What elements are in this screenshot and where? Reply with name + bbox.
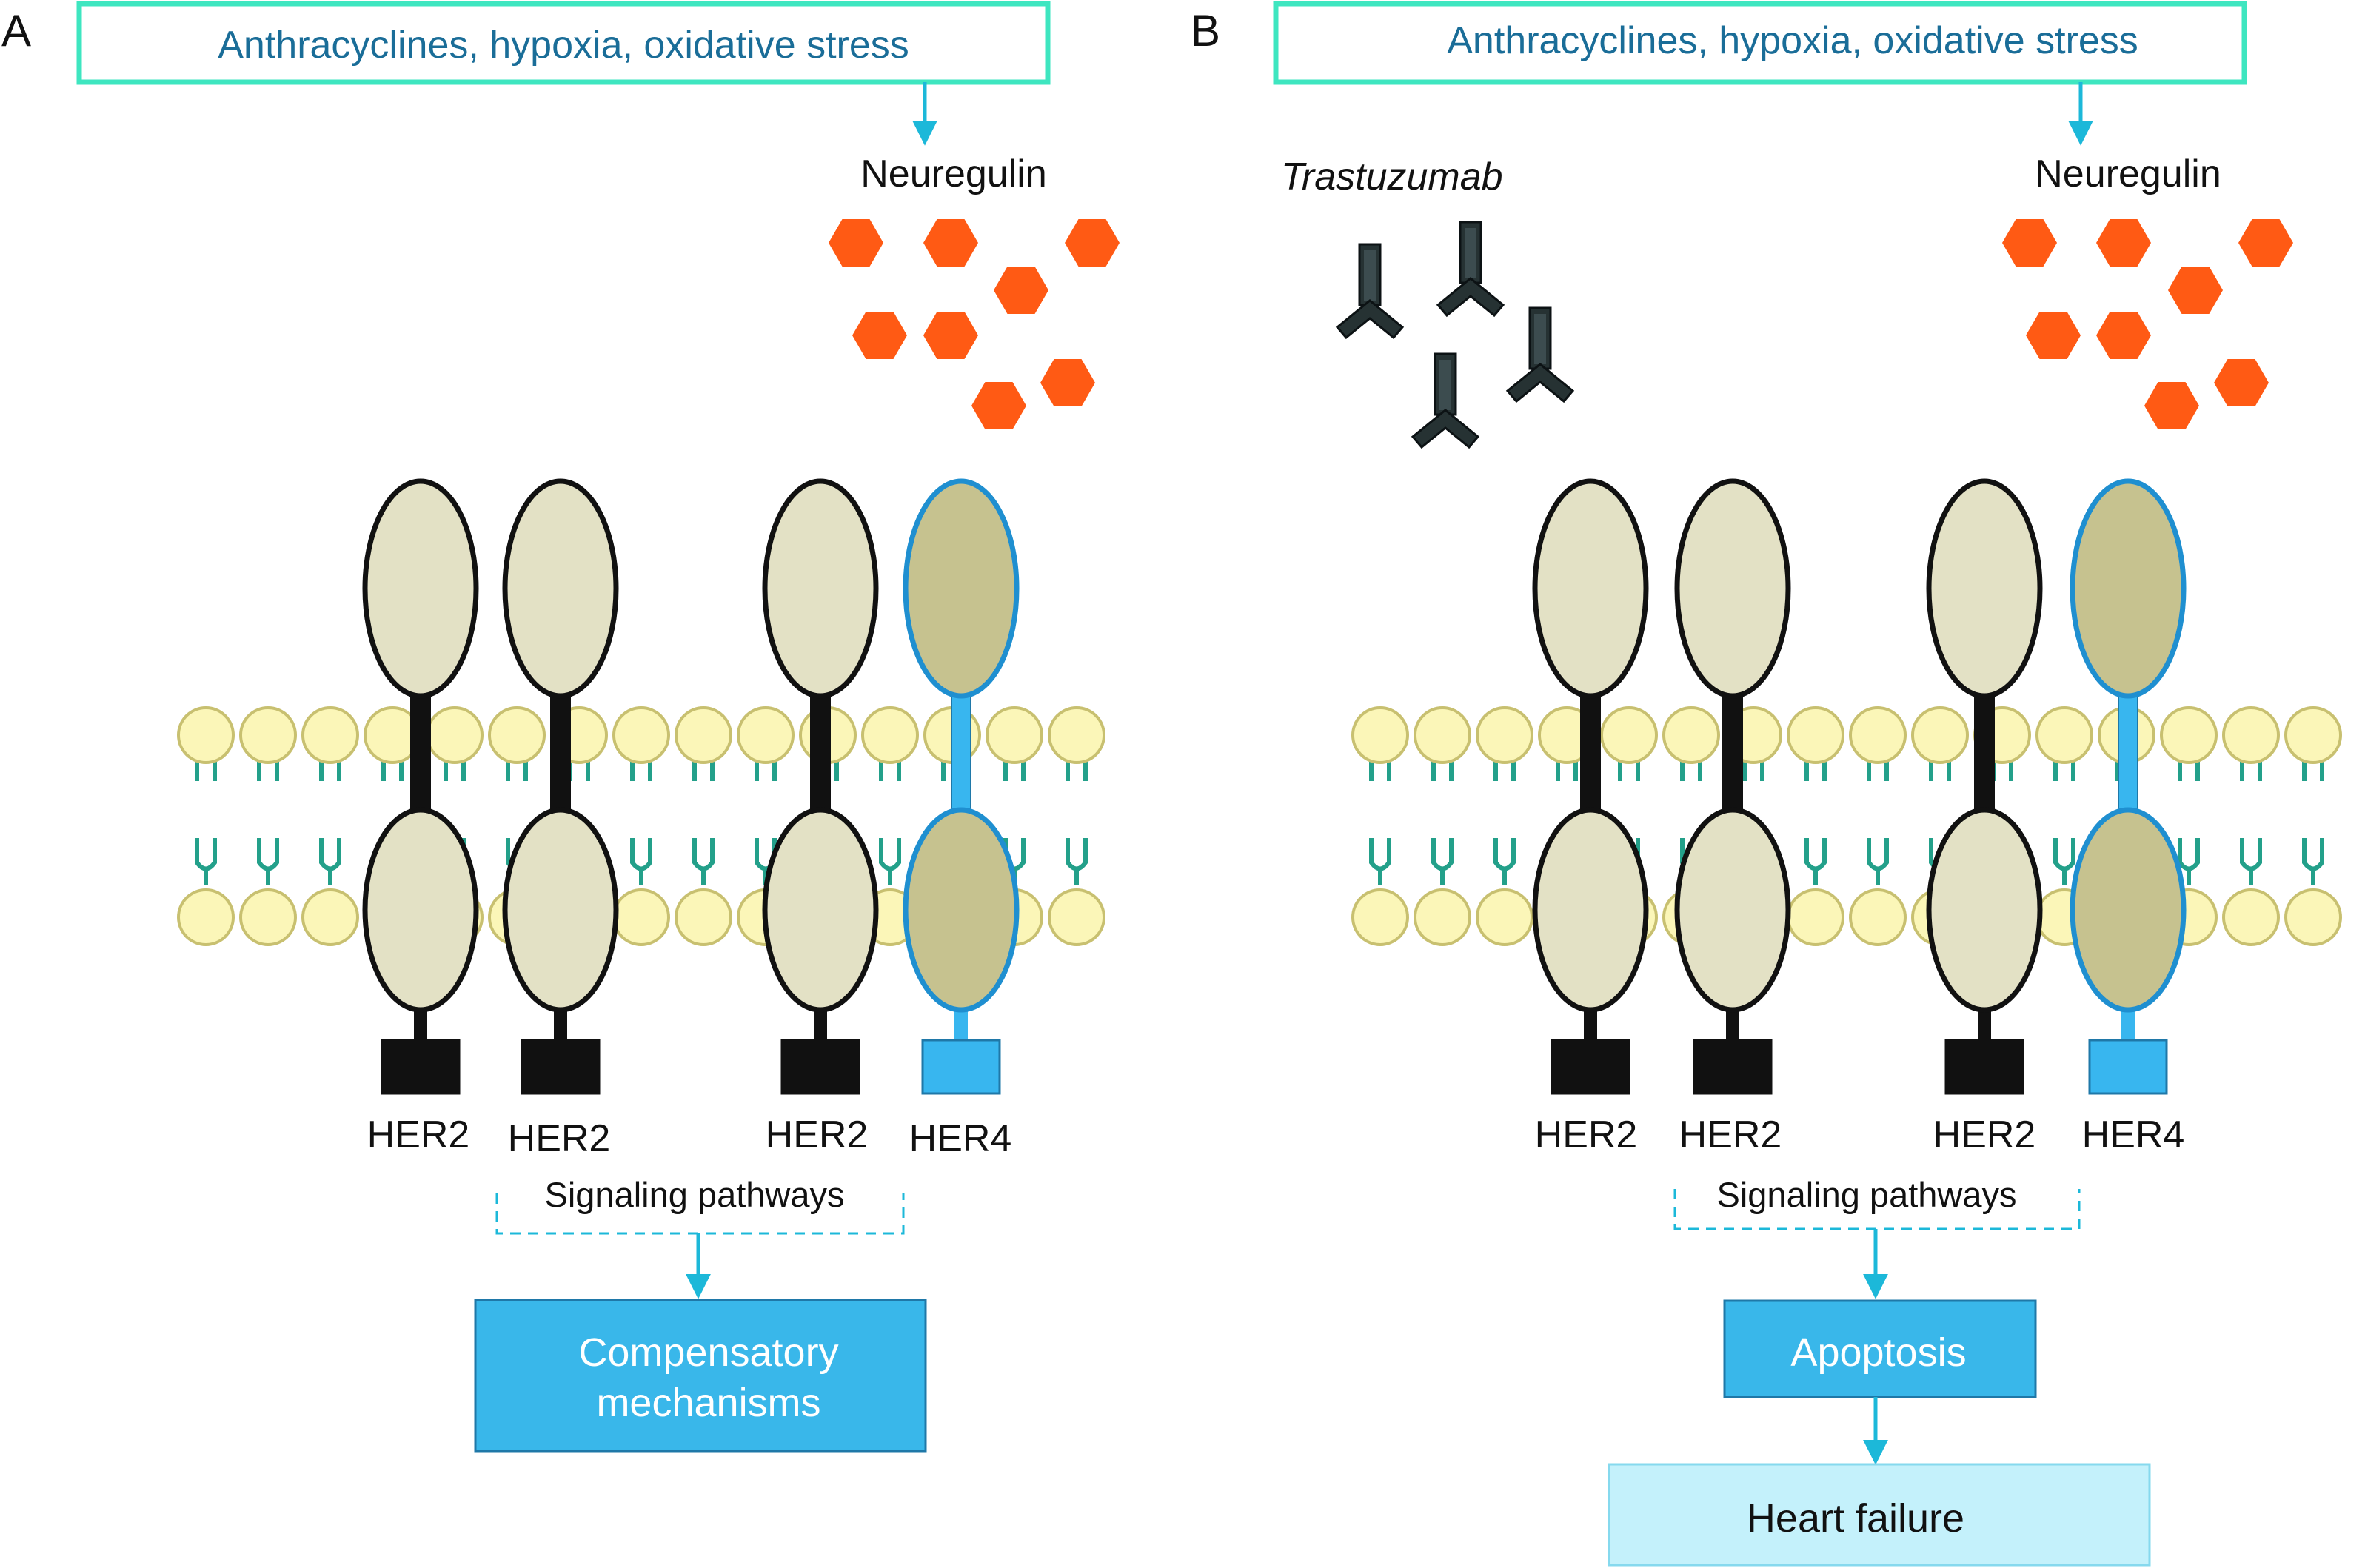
panel-a: A Anthracyclines, hypoxia, oxidative str… — [1, 1, 1120, 1453]
neuregulin-hexagon-icon — [2214, 359, 2269, 406]
panel-a-trigger-text: Anthracyclines, hypoxia, oxidative stres… — [218, 24, 909, 67]
panel-b-neuregulin-molecules — [2002, 219, 2293, 429]
panel-b-neuregulin-label: Neuregulin — [2035, 153, 2221, 195]
panel-b-heart-failure-box: Heart failure — [1608, 1463, 2151, 1567]
panel-a-receptor-label-4: HER4 — [909, 1117, 1012, 1160]
panel-b-apoptosis-box: Apoptosis — [1723, 1299, 2037, 1398]
panel-b-trastuzumab-label: Trastuzumab — [1281, 155, 1503, 198]
phospholipid-icon — [1849, 706, 1907, 946]
panel-a-compensatory-box: Compensatory mechanisms — [474, 1299, 927, 1453]
phospholipid-icon — [675, 706, 732, 946]
panel-a-outcome-line-1: Compensatory — [578, 1330, 838, 1375]
panel-a-letter: A — [1, 6, 31, 56]
phospholipid-icon — [1351, 706, 1409, 946]
panel-b-trigger-box: Anthracyclines, hypoxia, oxidative stres… — [1273, 1, 2247, 85]
panel-b-signaling-bracket: Signaling pathways — [1673, 1175, 2081, 1230]
phospholipid-icon — [177, 706, 235, 946]
her2-receptor-icon — [1926, 478, 2043, 1095]
panel-a-neuregulin-molecules — [829, 219, 1120, 429]
her2-receptor-icon — [1532, 478, 1649, 1095]
neuregulin-hexagon-icon — [2026, 312, 2081, 359]
neuregulin-hexagon-icon — [829, 219, 883, 267]
panel-b-heart-failure-text: Heart failure — [1747, 1496, 1964, 1541]
panel-b-trigger-text: Anthracyclines, hypoxia, oxidative stres… — [1447, 19, 2138, 62]
phospholipid-icon — [1787, 706, 1844, 946]
phospholipid-icon — [1414, 706, 1471, 946]
panel-a-receptors — [362, 478, 1020, 1095]
antibody-icon — [1505, 306, 1575, 403]
neuregulin-hexagon-icon — [994, 267, 1048, 314]
phospholipid-icon — [239, 706, 297, 946]
neuregulin-hexagon-icon — [971, 382, 1026, 429]
phospholipid-icon — [612, 706, 670, 946]
panel-b-receptor-label-4: HER4 — [2082, 1113, 2185, 1156]
panel-a-neuregulin-label: Neuregulin — [860, 153, 1047, 195]
neuregulin-hexagon-icon — [2002, 219, 2057, 267]
neuregulin-hexagon-icon — [923, 312, 978, 359]
neuregulin-hexagon-icon — [1040, 359, 1095, 406]
panel-a-receptor-label-1: HER2 — [367, 1113, 470, 1156]
panel-b-trastuzumab-antibodies — [1335, 221, 1575, 449]
panel-b: B Anthracyclines, hypoxia, oxidative str… — [1191, 1, 2342, 1567]
phospholipid-icon — [2222, 706, 2280, 946]
panel-b-letter: B — [1191, 6, 1220, 56]
neuregulin-hexagon-icon — [1065, 219, 1120, 267]
panel-a-outcome-line-2: mechanisms — [596, 1381, 820, 1425]
antibody-icon — [1411, 352, 1480, 449]
phospholipid-icon — [1048, 706, 1105, 946]
neuregulin-hexagon-icon — [2096, 219, 2151, 267]
her4-receptor-icon — [903, 478, 1020, 1095]
panel-b-signaling-text: Signaling pathways — [1717, 1175, 2017, 1214]
neuregulin-hexagon-icon — [852, 312, 907, 359]
neuregulin-hexagon-icon — [2096, 312, 2151, 359]
phospholipid-icon — [2284, 706, 2342, 946]
her2-receptor-icon — [1674, 478, 1791, 1095]
panel-a-trigger-box: Anthracyclines, hypoxia, oxidative stres… — [76, 1, 1051, 85]
panel-b-receptor-label-1: HER2 — [1535, 1113, 1638, 1156]
panel-a-receptor-label-2: HER2 — [508, 1117, 611, 1160]
neuregulin-hexagon-icon — [2238, 219, 2293, 267]
phospholipid-icon — [301, 706, 359, 946]
panel-a-receptor-label-3: HER2 — [766, 1113, 869, 1156]
her2-receptor-icon — [502, 478, 619, 1095]
panel-b-receptor-label-2: HER2 — [1679, 1113, 1782, 1156]
panel-b-lipid-bilayer — [1351, 706, 2342, 946]
panel-b-receptor-label-3: HER2 — [1933, 1113, 2036, 1156]
her2-receptor-icon — [362, 478, 479, 1095]
neuregulin-hexagon-icon — [2144, 382, 2199, 429]
antibody-icon — [1436, 221, 1505, 318]
panel-b-apoptosis-text: Apoptosis — [1790, 1330, 1966, 1375]
her4-receptor-icon — [2070, 478, 2187, 1095]
antibody-icon — [1335, 243, 1405, 340]
panel-a-signaling-bracket: Signaling pathways — [495, 1175, 905, 1235]
neuregulin-hexagon-icon — [923, 219, 978, 267]
neuregulin-hexagon-icon — [2168, 267, 2223, 314]
phospholipid-icon — [1476, 706, 1533, 946]
her2-receptor-icon — [762, 478, 879, 1095]
panel-a-signaling-text: Signaling pathways — [545, 1175, 845, 1214]
panel-b-receptors — [1532, 478, 2187, 1095]
